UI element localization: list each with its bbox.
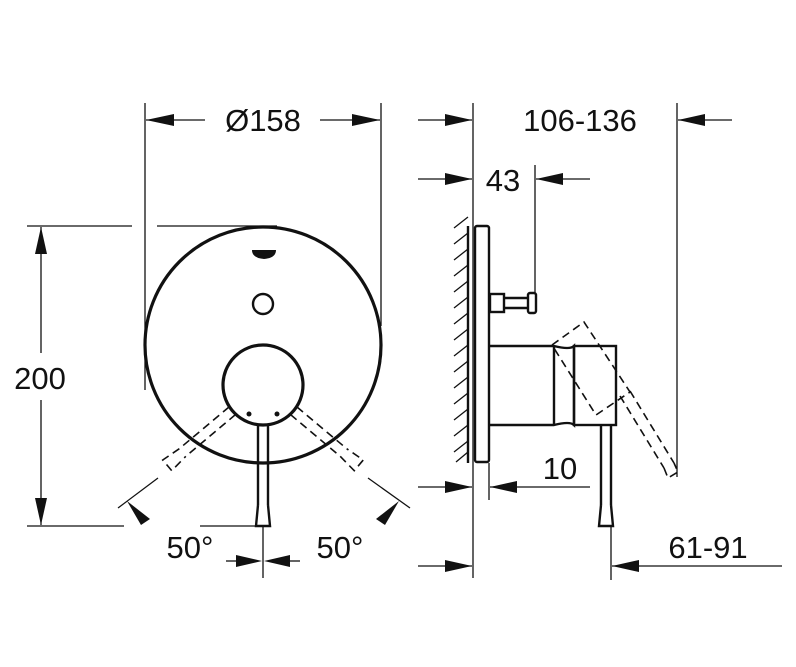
front-view: Ø158 200 — [14, 103, 411, 578]
rosette-plate-side — [473, 224, 491, 464]
diverter-knob — [251, 292, 275, 316]
lever-right-rotated — [289, 406, 365, 472]
lever-offset-dimension: 61-91 — [418, 527, 782, 580]
side-view: 106-136 43 — [418, 103, 782, 580]
depth-range-dimension: 106-136 — [418, 103, 732, 578]
lever-offset-label: 61-91 — [668, 530, 747, 565]
diameter-label: Ø158 — [225, 103, 301, 138]
brand-logo-icon — [252, 250, 276, 259]
handle-hub — [221, 343, 305, 427]
handle-body-side — [490, 343, 618, 528]
angle-left-label: 50° — [167, 530, 214, 565]
height-dimension: 200 — [14, 225, 132, 527]
angle-right-label: 50° — [317, 530, 364, 565]
wall-hatch — [453, 216, 470, 463]
diverter-stem-side — [488, 291, 538, 315]
height-label: 200 — [14, 361, 66, 396]
diverter-depth-label: 43 — [486, 163, 520, 198]
depth-range-label: 106-136 — [523, 103, 637, 138]
handle-rotated-side — [550, 320, 680, 480]
diverter-depth-dimension: 43 — [418, 163, 590, 294]
lever-front — [254, 425, 272, 528]
plate-thickness-label: 10 — [543, 451, 577, 486]
rosette-plate — [143, 225, 383, 465]
plate-thickness-dimension: 10 — [418, 451, 590, 500]
diameter-dimension: Ø158 — [144, 103, 382, 390]
lever-left-rotated — [161, 406, 237, 472]
